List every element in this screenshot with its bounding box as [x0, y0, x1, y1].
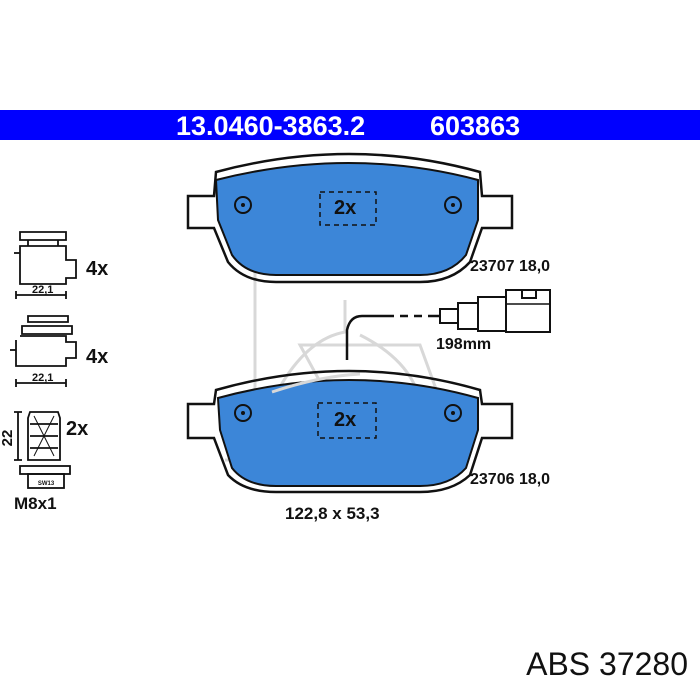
bolt-drawing — [14, 411, 71, 489]
clip-2-width: 22,1 — [32, 372, 54, 384]
footer-number: 37280 — [599, 646, 688, 682]
bottom-pad-quantity: 2x — [334, 409, 357, 431]
part-number: 13.0460-3863.2 — [176, 111, 366, 141]
footer-brand: ABS — [526, 646, 591, 682]
bolt-quantity: 2x — [66, 418, 89, 440]
bottom-pad-hole-right — [444, 404, 462, 422]
pad-dimensions: 122,8 x 53,3 — [285, 504, 380, 523]
bolt-marking: SW13 — [38, 481, 55, 487]
clip-1-quantity: 4x — [86, 258, 109, 280]
clip-2-quantity: 4x — [86, 346, 109, 368]
top-pad-quantity-box — [319, 191, 377, 226]
header-banner: 13.0460-3863.2 603863 — [0, 110, 700, 141]
top-brake-pad — [186, 152, 514, 284]
footer-brand-code: ABS 37280 — [526, 646, 688, 683]
bottom-brake-pad — [186, 369, 514, 494]
bottom-pad-hole-left — [234, 404, 252, 422]
bottom-pad-quantity-box — [317, 402, 377, 439]
wear-sensor — [345, 289, 551, 360]
top-pad-quantity: 2x — [334, 197, 357, 219]
clip-1-drawing — [14, 231, 77, 299]
wear-sensor-length: 198mm — [436, 336, 492, 353]
top-pad-code: 23707 18,0 — [470, 258, 551, 275]
bolt-length-label: 22 — [0, 430, 16, 447]
clip-2-drawing — [10, 315, 77, 387]
bottom-pad-friction-area — [216, 379, 479, 487]
top-pad-friction-area — [214, 162, 479, 276]
bottom-pad-code: 23706 18,0 — [470, 471, 551, 488]
top-pad-hole-left — [234, 196, 252, 214]
top-pad-hole-right — [444, 196, 462, 214]
short-number: 603863 — [430, 111, 521, 141]
bolt-thread: M8x1 — [14, 494, 57, 513]
clip-1-width: 22,1 — [32, 284, 54, 296]
